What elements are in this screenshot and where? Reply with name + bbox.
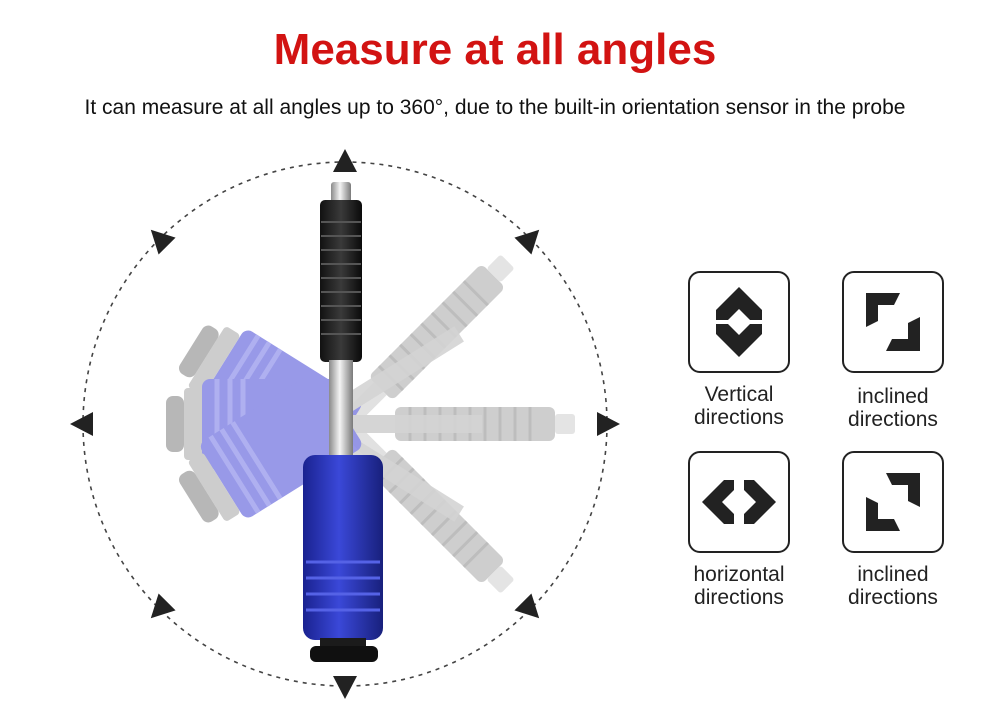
card-inclined-alt [842, 451, 944, 553]
inclined-arrows-icon [866, 293, 920, 351]
card-inclined [842, 271, 944, 373]
caption-horizontal: horizontal directions [693, 563, 785, 609]
inclined-arrows-alt-icon [866, 473, 920, 531]
caption-vertical: Vertical directions [694, 383, 784, 429]
page-subtitle: It can measure at all angles up to 360°,… [84, 96, 906, 119]
probe-rotation-illustration [70, 149, 620, 699]
page-title: Measure at all angles [273, 25, 717, 74]
hardness-probe-icon [303, 182, 383, 662]
vertical-arrows-icon [716, 287, 762, 357]
horizontal-arrows-icon [702, 480, 776, 524]
caption-inclined-alt: inclined directions [848, 563, 938, 609]
card-horizontal [688, 451, 790, 553]
caption-inclined: inclined directions [848, 385, 938, 431]
card-vertical [688, 271, 790, 373]
